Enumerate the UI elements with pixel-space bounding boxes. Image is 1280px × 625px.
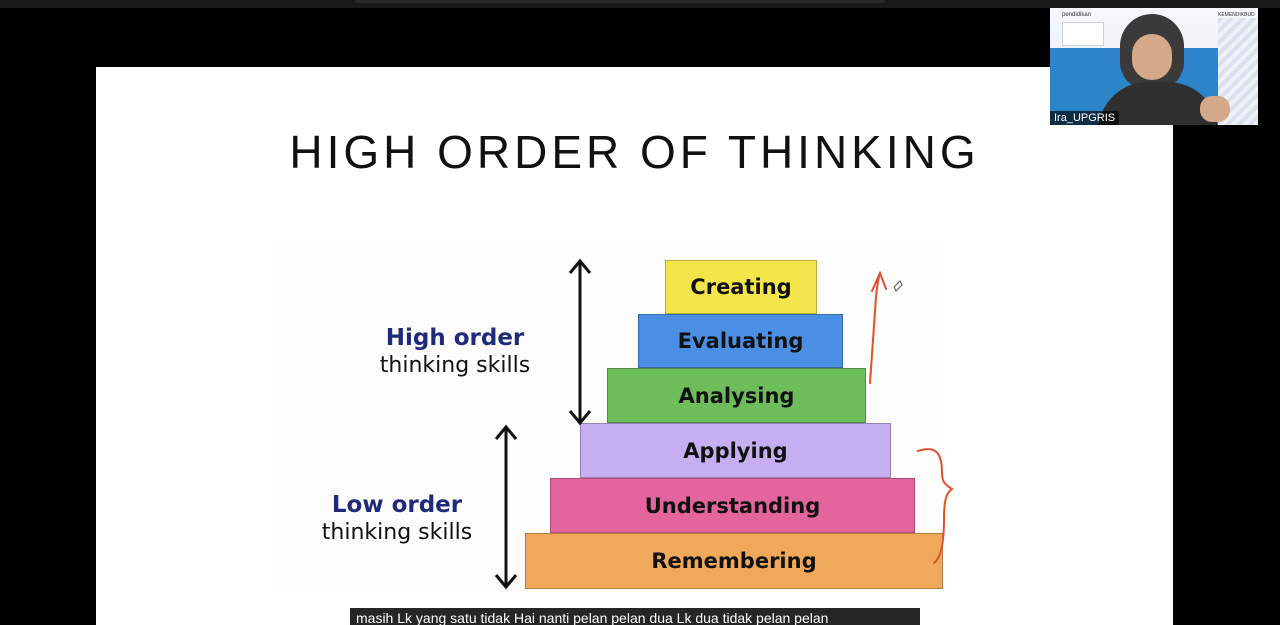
pyramid-figure: Creating Evaluating Analysing Applying U… xyxy=(272,243,954,593)
participant-face xyxy=(1132,34,1172,80)
low-order-arrow-icon xyxy=(494,424,518,590)
pyramid-step-evaluating: Evaluating xyxy=(638,314,843,368)
pen-annotation-up-arrow xyxy=(869,270,903,384)
high-order-arrow-icon xyxy=(568,258,592,426)
pyramid-step-remembering: Remembering xyxy=(525,533,943,589)
pyramid-step-creating: Creating xyxy=(665,260,817,314)
background-document xyxy=(1062,22,1104,46)
step-label: Creating xyxy=(690,275,792,299)
low-order-label: Low order thinking skills xyxy=(302,492,492,545)
live-caption: masih Lk yang satu tidak Hai nanti pelan… xyxy=(350,608,920,625)
high-order-title: High order xyxy=(385,325,525,351)
participant-hand xyxy=(1200,96,1230,122)
step-label: Remembering xyxy=(651,549,817,573)
step-label: Applying xyxy=(683,438,788,463)
top-bar-handle xyxy=(355,0,885,3)
slide-title: HIGH ORDER OF THINKING xyxy=(289,126,980,178)
pyramid-step-analysing: Analysing xyxy=(607,368,866,423)
low-order-subtitle: thinking skills xyxy=(321,520,473,545)
high-order-label: High order thinking skills xyxy=(360,325,550,378)
shared-slide: HIGH ORDER OF THINKING Creating Evaluati… xyxy=(96,67,1173,625)
high-order-subtitle: thinking skills xyxy=(379,353,531,378)
pyramid-step-applying: Applying xyxy=(580,423,891,478)
participant-name: Ira_UPGRIS xyxy=(1050,111,1120,125)
window-top-bar xyxy=(0,0,1280,8)
step-label: Analysing xyxy=(678,383,795,408)
background-brand-text: pendidikan xyxy=(1062,12,1092,18)
step-label: Understanding xyxy=(644,493,821,518)
low-order-title: Low order xyxy=(331,492,463,518)
pyramid-step-understanding: Understanding xyxy=(550,478,915,533)
step-label: Evaluating xyxy=(677,329,804,353)
pen-annotation-brace xyxy=(917,448,954,564)
background-brand-text-right: KEMENDIKBUD xyxy=(1218,12,1255,18)
participant-video-tile[interactable]: pendidikan KEMENDIKBUD Ira_UPGRIS xyxy=(1050,8,1258,125)
